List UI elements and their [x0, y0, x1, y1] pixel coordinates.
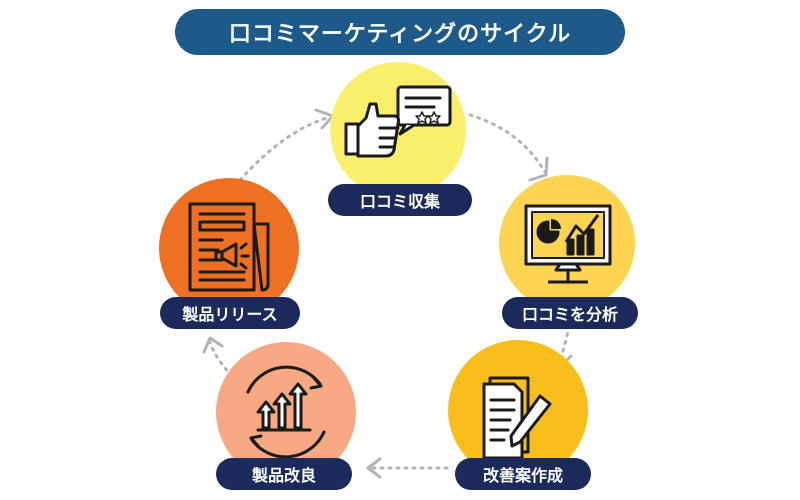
arrowhead-to-analyze — [528, 156, 549, 182]
connector-release-to-collect — [238, 115, 332, 182]
document-pen-icon — [482, 376, 552, 460]
arrowhead-to-improve — [366, 457, 382, 479]
connector-collect-to-analyze — [468, 113, 547, 174]
step-collect — [330, 62, 466, 198]
step-label-release: 製品リリース — [160, 297, 300, 329]
step-label-improve: 製品改良 — [216, 458, 352, 490]
step-plan — [448, 340, 588, 480]
step-label-collect: 口コミ収集 — [328, 184, 472, 216]
growth-cycle-icon — [246, 365, 326, 459]
step-label-plan: 改善案作成 — [455, 458, 591, 490]
diagram-title: 口コミマーケティングのサイクル — [175, 9, 625, 55]
arrowhead-to-release — [202, 336, 224, 354]
connector-analyze-to-plan — [556, 316, 572, 368]
step-label-analyze: 口コミを分析 — [502, 297, 638, 329]
analytics-monitor-icon — [524, 204, 612, 284]
review-thumbs-up-icon — [344, 85, 452, 158]
step-improve — [216, 342, 356, 482]
step-analyze — [499, 175, 635, 311]
step-release — [159, 178, 299, 318]
newspaper-megaphone-icon — [188, 202, 270, 292]
